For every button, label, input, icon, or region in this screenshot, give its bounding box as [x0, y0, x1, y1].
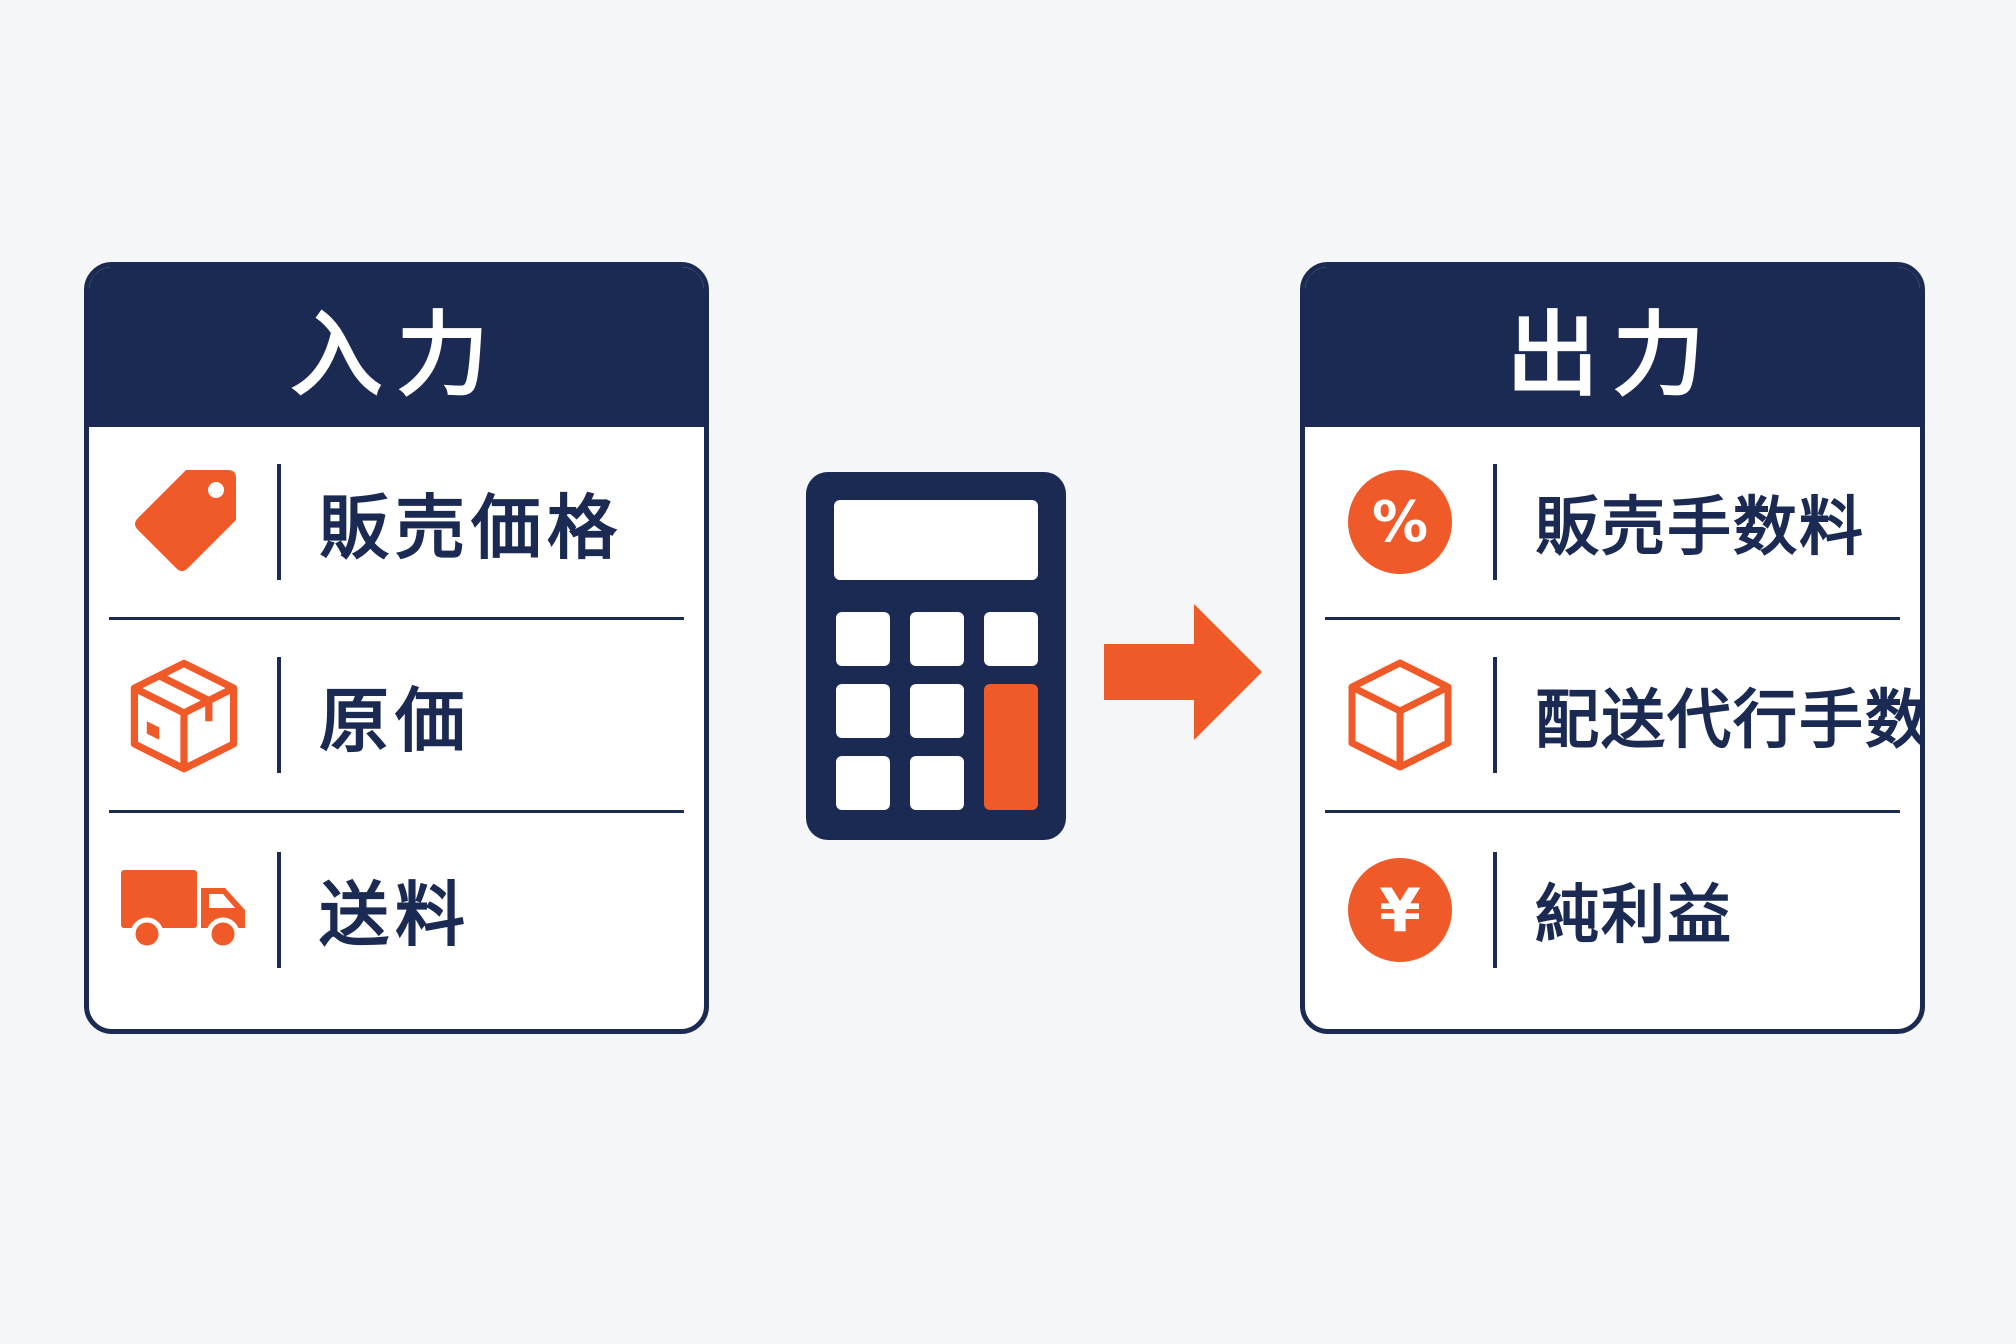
yen-symbol: ¥ — [1379, 876, 1421, 946]
row-divider — [277, 851, 281, 968]
percent-icon: % — [1325, 457, 1475, 587]
input-item-label: 販売価格 — [319, 486, 623, 569]
output-panel-title: 出力 — [1305, 267, 1920, 427]
input-item-shipping: 送料 — [109, 813, 684, 1006]
cube-icon — [1325, 650, 1475, 780]
row-divider — [277, 657, 281, 773]
yen-icon: ¥ — [1325, 845, 1475, 975]
calculator-icon — [806, 472, 1066, 840]
percent-symbol: % — [1372, 490, 1428, 555]
output-item-label: 純利益 — [1535, 878, 1733, 953]
input-list: 販売価格 原価 — [89, 427, 704, 1006]
output-panel: 出力 % 販売手数料 — [1300, 262, 1925, 1034]
input-item-selling-price: 販売価格 — [109, 427, 684, 620]
row-divider — [1493, 464, 1497, 580]
input-item-label: 原価 — [319, 679, 471, 762]
input-panel: 入力 販売価格 — [84, 262, 709, 1034]
truck-icon — [109, 845, 259, 975]
box-icon — [109, 650, 259, 780]
input-panel-title: 入力 — [89, 267, 704, 427]
row-divider — [1493, 851, 1497, 968]
input-item-label: 送料 — [319, 874, 471, 956]
arrow-right-icon — [1100, 600, 1265, 745]
output-list: % 販売手数料 配送代行手数料 — [1305, 427, 1920, 1006]
price-tag-icon — [109, 457, 259, 587]
output-item-label: 販売手数料 — [1535, 491, 1865, 565]
output-item-sales-fee: % 販売手数料 — [1325, 427, 1900, 620]
input-item-cost: 原価 — [109, 620, 684, 813]
output-item-label: 配送代行手数料 — [1535, 684, 1925, 758]
row-divider — [1493, 657, 1497, 773]
row-divider — [277, 464, 281, 580]
output-item-net-profit: ¥ 純利益 — [1325, 813, 1900, 1006]
output-item-fulfillment-fee: 配送代行手数料 — [1325, 620, 1920, 813]
